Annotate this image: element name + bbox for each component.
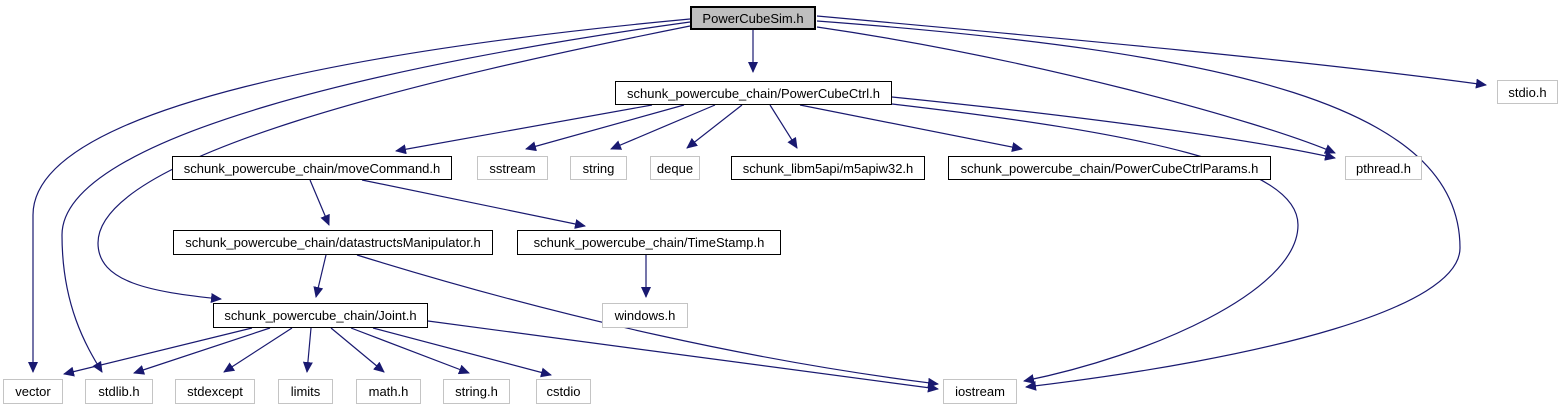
edge-datastructsmanipulator-to-iostream (356, 254, 939, 388)
edge-powercubesim-to-stdio (816, 15, 1487, 89)
node-cstdio: cstdio (536, 379, 591, 404)
edge-powercubesim-to-stdlib (61, 21, 691, 373)
edge-joint-to-math (330, 327, 385, 373)
node-iostream: iostream (943, 379, 1017, 404)
node-datastructsmanipulator[interactable]: schunk_powercube_chain/datastructsManipu… (173, 230, 493, 255)
node-timestamp[interactable]: schunk_powercube_chain/TimeStamp.h (517, 230, 781, 255)
node-math: math.h (356, 379, 421, 404)
node-string: string (570, 156, 627, 180)
edge-joint-to-limits (302, 327, 313, 373)
edge-powercubectrl-to-powercubectrlparams (799, 104, 1023, 152)
edge-joint-to-iostream (427, 320, 939, 393)
edge-movecommand-to-datastructsmanipulator (309, 179, 330, 226)
node-stringh: string.h (443, 379, 510, 404)
node-stdexcept: stdexcept (175, 379, 255, 404)
edge-joint-to-stdlib (133, 327, 271, 375)
node-stdio: stdio.h (1497, 80, 1558, 104)
node-sstream: sstream (477, 156, 548, 180)
node-deque: deque (650, 156, 700, 180)
node-vector: vector (3, 379, 63, 404)
node-powercubesim: PowerCubeSim.h (690, 6, 816, 30)
edge-datastructsmanipulator-to-joint (313, 254, 327, 298)
edge-joint-to-stdexcept (223, 327, 293, 373)
edge-powercubesim-to-vector (28, 18, 691, 373)
edge-powercubesim-to-pthread (816, 26, 1336, 154)
edge-powercubectrl-to-movecommand (395, 104, 653, 155)
node-movecommand[interactable]: schunk_powercube_chain/moveCommand.h (172, 156, 452, 180)
edge-powercubectrl-to-iostream (891, 103, 1299, 384)
node-powercubectrlparams[interactable]: schunk_powercube_chain/PowerCubeCtrlPara… (948, 156, 1271, 180)
edge-powercubectrl-to-m5apiw32 (769, 104, 798, 149)
edge-joint-to-cstdio (372, 327, 552, 378)
edge-powercubesim-to-joint (97, 25, 691, 303)
edge-movecommand-to-timestamp (361, 179, 586, 229)
node-m5apiw32[interactable]: schunk_libm5api/m5apiw32.h (731, 156, 925, 180)
edge-joint-to-vector (63, 327, 253, 377)
edge-powercubectrl-to-deque (686, 104, 743, 149)
edge-powercubectrl-to-string (610, 104, 716, 150)
node-limits: limits (278, 379, 333, 404)
node-joint[interactable]: schunk_powercube_chain/Joint.h (213, 303, 428, 328)
node-windows: windows.h (602, 303, 688, 328)
node-powercubectrl[interactable]: schunk_powercube_chain/PowerCubeCtrl.h (615, 81, 892, 105)
edge-powercubesim-to-iostream (816, 20, 1461, 391)
edge-powercubectrl-to-sstream (525, 104, 685, 152)
node-pthread: pthread.h (1345, 156, 1422, 180)
edge-joint-to-stringh (350, 327, 470, 375)
node-stdlib: stdlib.h (85, 379, 153, 404)
edge-powercubectrl-to-pthread (891, 96, 1336, 161)
